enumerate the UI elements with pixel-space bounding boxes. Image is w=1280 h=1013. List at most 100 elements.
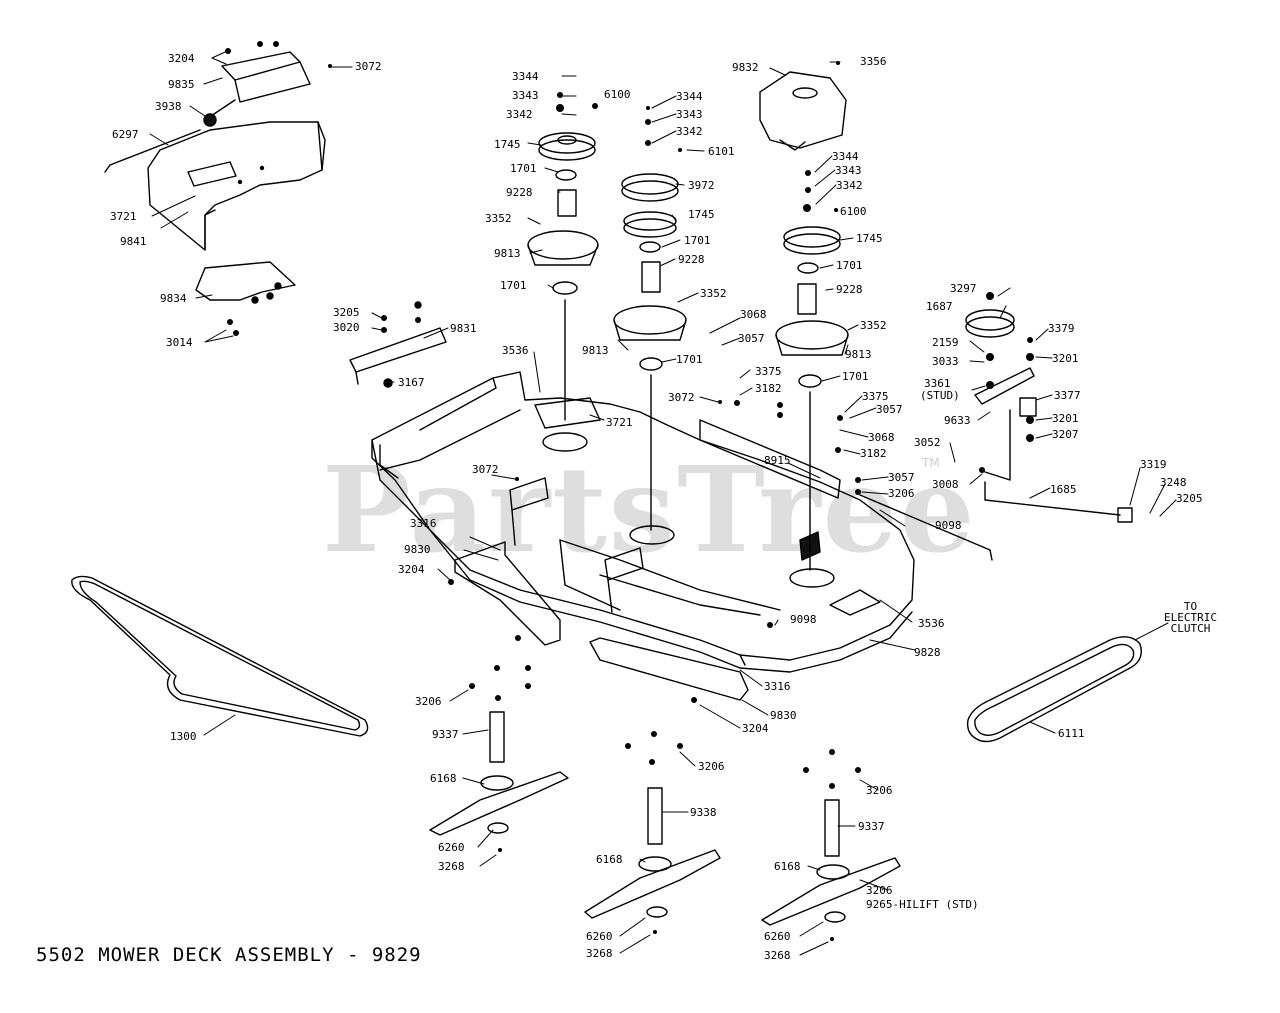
belt-1300 xyxy=(71,575,369,737)
spindle-cover-9832 xyxy=(759,71,847,151)
callout-3342-a: 3342 xyxy=(506,108,533,121)
callout-3057-c: 3057 xyxy=(888,471,915,484)
callout-3205-right: 3205 xyxy=(1176,492,1203,505)
spindle-left xyxy=(527,132,599,421)
callout-6168-center: 6168 xyxy=(596,853,623,866)
callout-3068-a: 3068 xyxy=(740,308,767,321)
callout-3072-top: 3072 xyxy=(355,60,382,73)
callout-3352-a: 3352 xyxy=(485,212,512,225)
callout-1701-c2: 1701 xyxy=(842,370,869,383)
callout-1701-c1: 1701 xyxy=(836,259,863,272)
callout-3248: 3248 xyxy=(1160,476,1187,489)
bracket-9835 xyxy=(203,51,311,127)
callout-6297: 6297 xyxy=(112,128,139,141)
electric-clutch-note: TO ELECTRIC CLUTCH xyxy=(1164,601,1217,634)
leader-lines xyxy=(149,51,1177,956)
note-line-2: ELECTRIC xyxy=(1164,611,1217,624)
baffle-9830-left xyxy=(454,541,561,646)
callout-3721-deck: 3721 xyxy=(606,416,633,429)
callout-6101: 6101 xyxy=(708,145,735,158)
callout-1687: 1687 xyxy=(926,300,953,313)
callout-3344-b: 3344 xyxy=(676,90,703,103)
deck-brackets xyxy=(509,419,841,613)
callout-3536-right: 3536 xyxy=(918,617,945,630)
callout-3344-a: 3344 xyxy=(512,70,539,83)
callout-3342-c: 3342 xyxy=(836,179,863,192)
callout-9830-left: 9830 xyxy=(404,543,431,556)
callout-8915: 8915 xyxy=(764,454,791,467)
callout-3343-a: 3343 xyxy=(512,89,539,102)
callout-3068-b: 3068 xyxy=(868,431,895,444)
callout-3268-center: 3268 xyxy=(586,947,613,960)
callout-3352-c: 3352 xyxy=(860,319,887,332)
callout-9098-a: 9098 xyxy=(935,519,962,532)
callout-3343-b: 3343 xyxy=(676,108,703,121)
callout-6260-right: 6260 xyxy=(764,930,791,943)
callout-6168-right: 6168 xyxy=(774,860,801,873)
callout-3316-right: 3316 xyxy=(764,680,791,693)
callout-3206-right: 3206 xyxy=(888,487,915,500)
belt-shield-9841 xyxy=(147,121,326,251)
callout-3206-left: 3206 xyxy=(415,695,442,708)
rod-9098 xyxy=(859,494,993,561)
idler-assembly xyxy=(965,309,1133,523)
callout-9813-b: 9813 xyxy=(582,344,609,357)
spindle-right xyxy=(775,226,849,571)
mower-deck-9828 xyxy=(371,371,915,673)
callout-3342-b: 3342 xyxy=(676,125,703,138)
belt-6111 xyxy=(966,636,1142,743)
callout-9265-hilift: 3206 xyxy=(866,884,893,897)
callout-9338: 9338 xyxy=(690,806,717,819)
callout-3014: 3014 xyxy=(166,336,193,349)
bracket-9831 xyxy=(349,301,447,388)
callout-3057-a: 3057 xyxy=(738,332,765,345)
callout-9098-b: 9098 xyxy=(790,613,817,626)
diagram-title: 5502 MOWER DECK ASSEMBLY - 9829 xyxy=(36,944,422,966)
callout-3316-left: 3316 xyxy=(410,517,437,530)
callout-1745-c: 1745 xyxy=(856,232,883,245)
callout-9813-a: 9813 xyxy=(494,247,521,260)
note-line-1: TO xyxy=(1183,600,1198,613)
callout-9832: 9832 xyxy=(732,61,759,74)
callout-3344-c: 3344 xyxy=(832,150,859,163)
callout-3182-b: 3182 xyxy=(860,447,887,460)
callout-9834: 9834 xyxy=(160,292,187,305)
callout-6260-left: 6260 xyxy=(438,841,465,854)
callout-3182-a: 3182 xyxy=(755,382,782,395)
note-line-3: CLUTCH xyxy=(1170,622,1211,635)
callout-3297: 3297 xyxy=(950,282,977,295)
bracket-9834 xyxy=(195,261,296,304)
callout-1701-b2: 1701 xyxy=(676,353,703,366)
rod-6297 xyxy=(104,129,201,173)
callout-3361-stud: (STUD) xyxy=(920,389,960,402)
callout-8689-lolift: 9265-HILIFT (STD) xyxy=(866,898,979,911)
callout-6260-center: 6260 xyxy=(586,930,613,943)
spindle-center xyxy=(613,173,687,531)
callout-3201-b: 3201 xyxy=(1052,412,1079,425)
callout-9228-a: 9228 xyxy=(506,186,533,199)
callout-3204-right: 3204 xyxy=(742,722,769,735)
callout-1685: 1685 xyxy=(1050,483,1077,496)
callout-1701-b1: 1701 xyxy=(684,234,711,247)
callout-9831: 9831 xyxy=(450,322,477,335)
callout-1745-a: 1745 xyxy=(494,138,521,151)
callout-6100-a: 6100 xyxy=(604,88,631,101)
callout-9813-c: 9813 xyxy=(845,348,872,361)
callout-9835: 9835 xyxy=(168,78,195,91)
blade-assembly-right xyxy=(761,799,901,926)
callout-3008: 3008 xyxy=(932,478,959,491)
callout-9228-b: 9228 xyxy=(678,253,705,266)
callout-3207: 3207 xyxy=(1052,428,1079,441)
callout-3938: 3938 xyxy=(155,100,182,113)
callout-1745-b: 1745 xyxy=(688,208,715,221)
callout-3319: 3319 xyxy=(1140,458,1167,471)
callout-1300: 1300 xyxy=(170,730,197,743)
callout-9337-right: 9337 xyxy=(858,820,885,833)
callout-3379: 3379 xyxy=(1048,322,1075,335)
blade-assembly-center xyxy=(584,787,721,919)
callout-3375-b: 3375 xyxy=(862,390,889,403)
callout-6168-left: 6168 xyxy=(430,772,457,785)
callout-3361: 3361 xyxy=(924,377,951,390)
